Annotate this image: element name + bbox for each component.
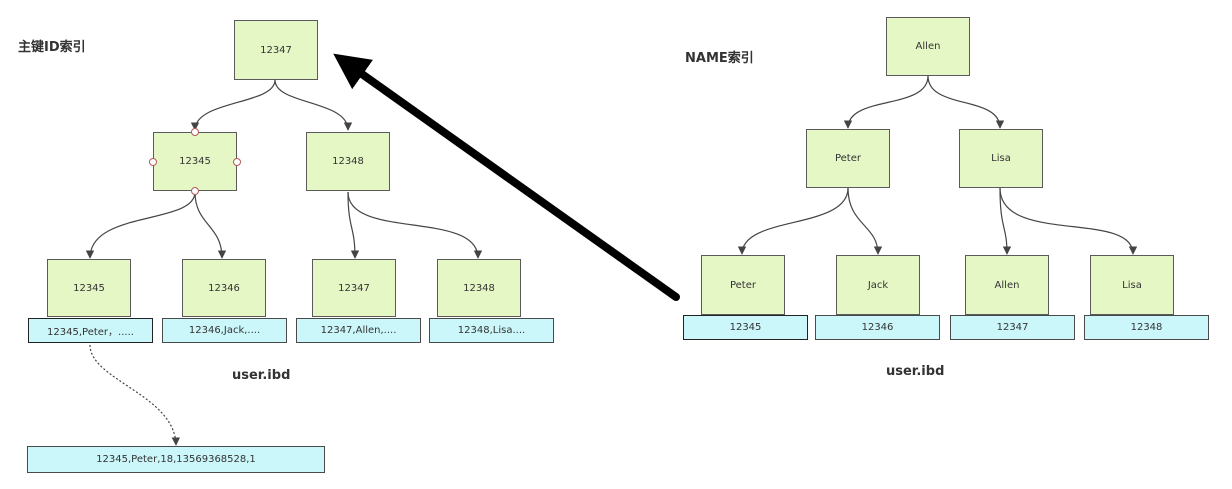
right-leaf-data-3[interactable]: 12348 [1084,315,1209,340]
selection-handle-top[interactable] [191,128,199,136]
edge-lisa-to-leaf-allen [999,187,1012,255]
right-l2-node-3[interactable]: Lisa [1090,255,1174,315]
right-tree-edges [737,75,1138,255]
right-l2-node-0[interactable]: Peter [701,255,785,315]
left-l2-node-2[interactable]: 12347 [312,259,396,317]
left-file-label: user.ibd [232,368,291,383]
right-l2-node-2[interactable]: Allen [965,255,1049,315]
edge-allen-to-peter [843,75,929,129]
edge-peter-to-leaf-jack [847,187,883,255]
left-l2-node-3[interactable]: 12348 [437,259,521,317]
left-l2-node-0[interactable]: 12345 [47,259,131,317]
edge-peter-to-leaf-peter [737,187,849,255]
right-root-node[interactable]: Allen [886,17,970,76]
right-leaf-data-0[interactable]: 12345 [683,315,808,340]
right-leaf-data-1[interactable]: 12346 [815,315,940,340]
left-leaf-data-3[interactable]: 12348,Lisa.... [429,318,554,343]
left-leaf-data-1[interactable]: 12346,Jack,.... [162,318,287,343]
edge-allen-to-lisa [927,75,1005,129]
left-tree-edges [85,79,483,259]
edge-12345-to-leaf-12345 [85,191,196,259]
right-file-label: user.ibd [886,364,945,379]
right-leaf-data-2[interactable]: 12347 [950,315,1075,340]
left-leaf-data-2[interactable]: 12347,Allen,.... [296,318,421,343]
left-tree-title: 主键ID索引 [18,40,86,55]
right-l1-node-0[interactable]: Peter [806,129,890,188]
left-l1-node-0[interactable]: 12345 [153,132,237,191]
edge-12348-to-leaf-12347 [347,191,360,259]
right-l1-node-1[interactable]: Lisa [959,129,1043,188]
right-tree-title: NAME索引 [685,51,754,66]
left-l1-node-1[interactable]: 12348 [306,132,390,191]
edge-root-to-12348 [274,79,353,131]
edge-12348-to-leaf-12348 [347,191,483,259]
edge-lisa-to-leaf-lisa [999,187,1138,255]
selection-handle-left[interactable] [149,158,157,166]
right-l2-node-1[interactable]: Jack [836,255,920,315]
selection-handle-bottom[interactable] [191,187,199,195]
left-root-node[interactable]: 12347 [234,20,318,80]
left-leaf-data-0[interactable]: 12345,Peter，..... [28,318,153,343]
row-detail-box[interactable]: 12345,Peter,18,13569368528,1 [27,446,325,473]
edge-12345-to-leaf-12346 [194,191,227,259]
edge-root-to-12345 [190,79,276,131]
big-lookup-arrow [333,53,680,301]
left-l2-node-1[interactable]: 12346 [182,259,266,317]
row-lookup-dotted-arrow [89,344,181,446]
selection-handle-right[interactable] [233,158,241,166]
